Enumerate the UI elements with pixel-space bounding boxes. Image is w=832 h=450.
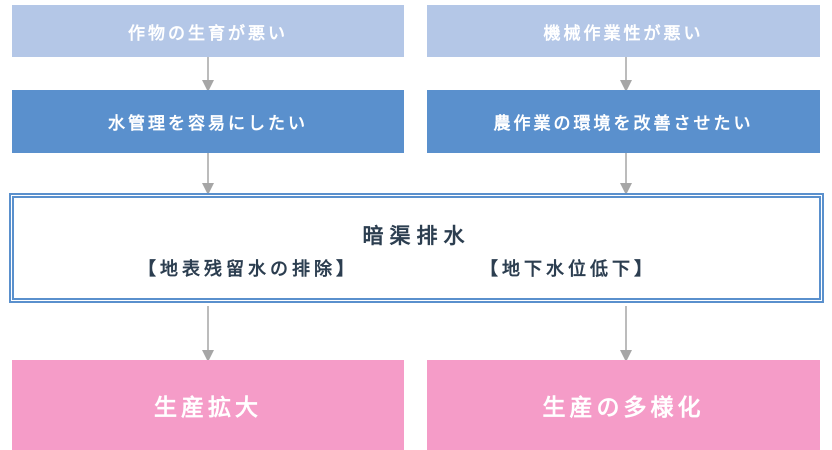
right-goal-box: 農作業の環境を改善させたい bbox=[427, 90, 820, 153]
central-left-subtitle: 【地表残留水の排除】 bbox=[138, 259, 358, 280]
central-right-subtitle: 【地下水位低下】 bbox=[480, 259, 656, 280]
left-result-box: 生産拡大 bbox=[12, 360, 404, 450]
left-problem-label: 作物の生育が悪い bbox=[128, 23, 288, 44]
right-result-label: 生産の多様化 bbox=[542, 395, 705, 421]
right-problem-label: 機械作業性が悪い bbox=[543, 23, 704, 44]
right-problem-box: 機械作業性が悪い bbox=[427, 5, 820, 57]
right-goal-label: 農作業の環境を改善させたい bbox=[493, 114, 754, 134]
left-problem-box: 作物の生育が悪い bbox=[12, 5, 404, 57]
left-goal-box: 水管理を容易にしたい bbox=[12, 90, 404, 153]
central-title: 暗渠排水 bbox=[362, 224, 471, 248]
left-result-label: 生産拡大 bbox=[154, 395, 262, 421]
left-goal-label: 水管理を容易にしたい bbox=[108, 114, 308, 134]
right-result-box: 生産の多様化 bbox=[427, 360, 820, 450]
central-solution-box: 暗渠排水 【地表残留水の排除】 【地下水位低下】 bbox=[9, 193, 824, 303]
